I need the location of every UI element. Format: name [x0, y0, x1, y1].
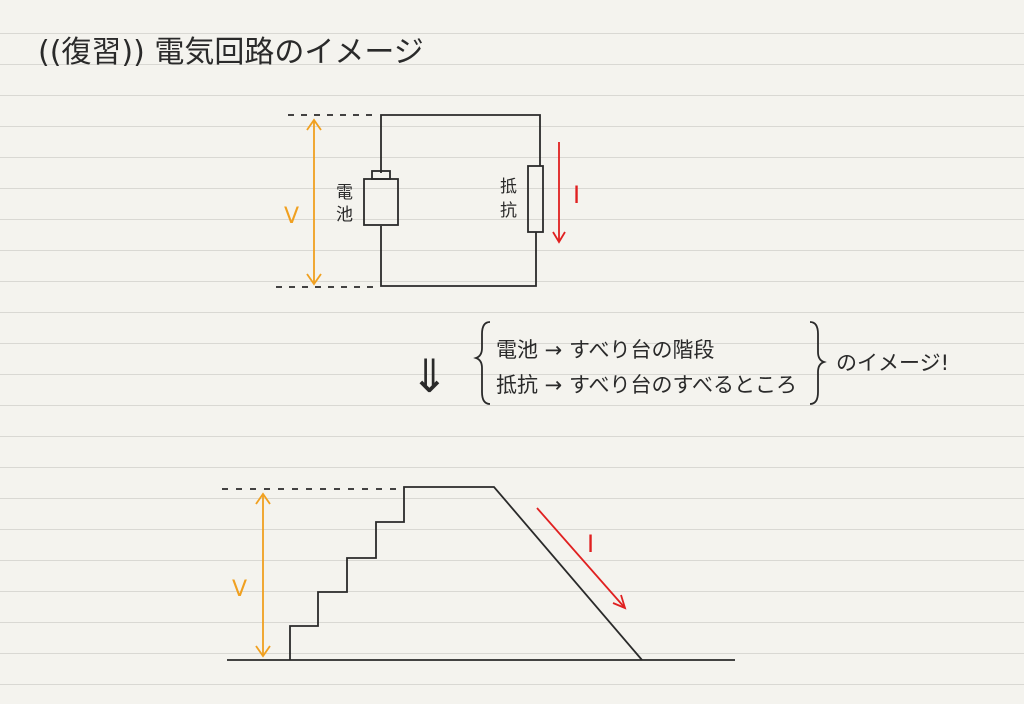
resistor-label-2: 抗: [500, 201, 517, 221]
slide-current-label: I: [587, 530, 594, 558]
circuit-voltage-label: V: [284, 204, 299, 229]
battery-label-2: 池: [336, 205, 353, 225]
circuit-diagram: [276, 114, 544, 288]
page-title: ((復習)) 電気回路のイメージ: [38, 35, 424, 70]
slide-staircase: [289, 486, 643, 661]
resistor-symbol: [527, 165, 544, 233]
analogy-line-battery: 電池 → すべり台の階段: [496, 338, 714, 362]
circuit-current-label: I: [573, 181, 580, 209]
slide-current-arrow: [536, 507, 627, 610]
down-double-arrow: ⇓: [410, 349, 449, 403]
resistor-label-1: 抵: [500, 177, 517, 197]
slide-voltage-arrow: [255, 492, 271, 658]
circuit-current-arrow: [552, 142, 566, 244]
left-brace: [473, 321, 491, 405]
analogy-line-resistor: 抵抗 → すべり台のすべるところ: [496, 373, 797, 397]
circuit-wire-top: [380, 114, 541, 173]
slide-voltage-label: V: [232, 577, 247, 602]
right-brace: [809, 321, 827, 405]
circuit-wire-bottom: [380, 226, 537, 287]
battery-label-1: 電: [336, 183, 353, 203]
analogy-suffix: のイメージ!: [836, 351, 949, 375]
circuit-voltage-arrow: [306, 118, 322, 286]
battery-terminal: [371, 170, 391, 180]
battery-symbol: [363, 178, 399, 226]
slide-diagram: [222, 486, 735, 661]
